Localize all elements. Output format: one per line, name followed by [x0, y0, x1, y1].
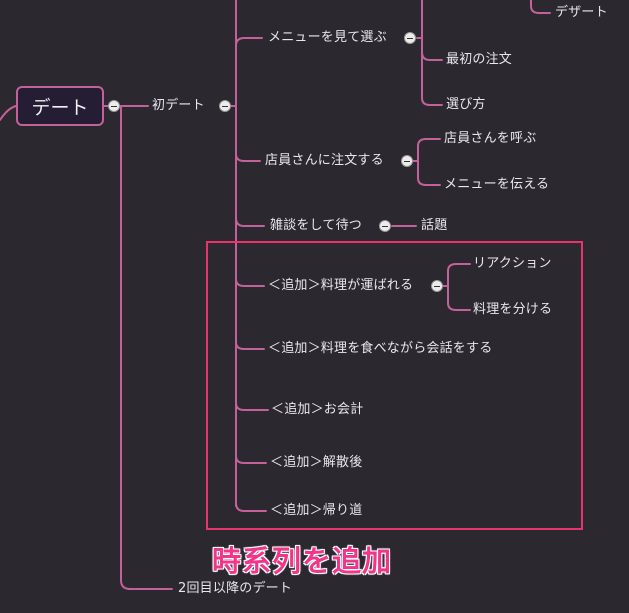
node-chat-wait[interactable]: 雑談をして待つ	[270, 218, 363, 233]
callout-text: 時系列を追加	[212, 544, 393, 578]
node-second-date[interactable]: 2回目以降のデート	[178, 581, 293, 596]
node-food-arrives[interactable]: ＜追加＞料理が運ばれる	[268, 278, 414, 293]
node-first-order[interactable]: 最初の注文	[446, 52, 513, 67]
node-choose-menu[interactable]: メニューを見て選ぶ	[268, 30, 387, 45]
root-node[interactable]: デート	[16, 86, 104, 126]
highlight-box	[206, 241, 583, 530]
node-dessert[interactable]: デザート	[555, 5, 608, 20]
node-topic[interactable]: 話題	[421, 218, 448, 233]
collapse-icon[interactable]	[404, 32, 416, 44]
collapse-icon[interactable]	[431, 280, 443, 292]
node-share-food[interactable]: 料理を分ける	[473, 302, 553, 317]
node-order-to-staff[interactable]: 店員さんに注文する	[265, 153, 384, 168]
node-tell-menu[interactable]: メニューを伝える	[444, 177, 550, 192]
node-first-date[interactable]: 初デート	[152, 98, 205, 113]
collapse-icon[interactable]	[401, 155, 413, 167]
node-how-to-choose[interactable]: 選び方	[446, 97, 486, 112]
node-after-parting[interactable]: ＜追加＞解散後	[270, 455, 363, 470]
root-label: デート	[31, 96, 89, 119]
node-way-home[interactable]: ＜追加＞帰り道	[270, 503, 363, 518]
collapse-icon[interactable]	[108, 100, 120, 112]
node-call-staff[interactable]: 店員さんを呼ぶ	[444, 131, 537, 146]
collapse-icon[interactable]	[219, 100, 231, 112]
collapse-icon[interactable]	[379, 220, 391, 232]
node-eat-and-talk[interactable]: ＜追加＞料理を食べながら会話をする	[268, 341, 493, 356]
node-reaction[interactable]: リアクション	[473, 256, 552, 271]
node-bill[interactable]: ＜追加＞お会計	[271, 402, 364, 417]
